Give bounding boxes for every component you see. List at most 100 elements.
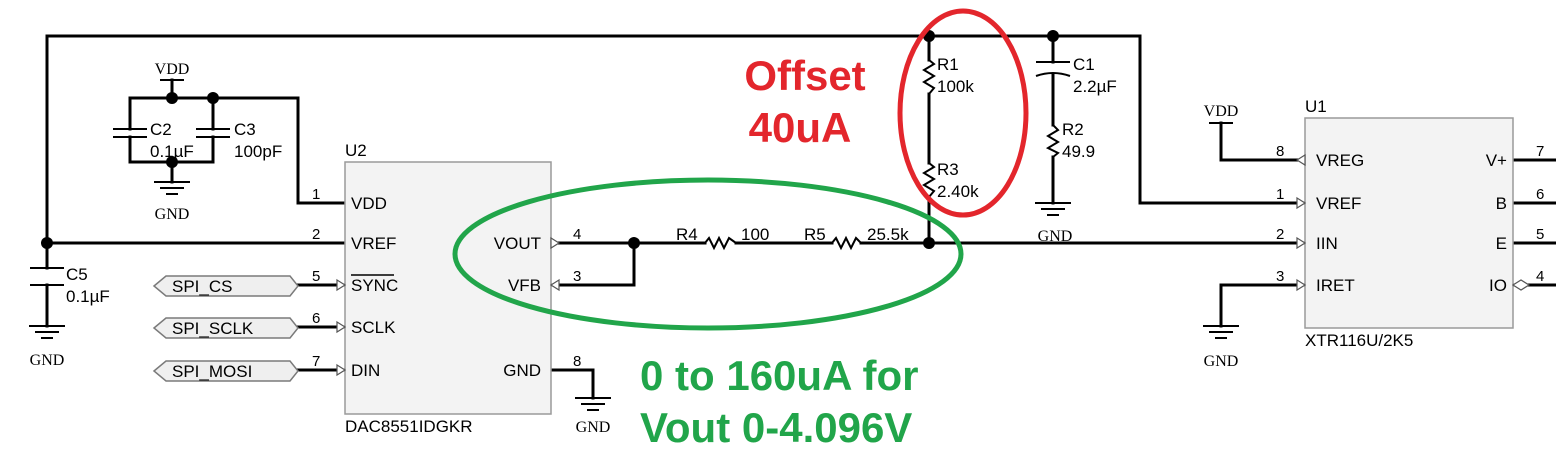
u1-pin-number: 8 <box>1276 143 1284 160</box>
u1-pin-number: 4 <box>1536 268 1544 285</box>
u1-pin-number: 5 <box>1536 226 1544 243</box>
vdd-label: VDD <box>155 61 190 78</box>
u1-pin-name: IIN <box>1316 234 1338 253</box>
c1-ref: C1 <box>1073 55 1095 74</box>
c5-value: 0.1µF <box>66 287 110 306</box>
r4-ref: R4 <box>676 225 698 244</box>
c3-value: 100pF <box>234 142 282 161</box>
gnd-label: GND <box>30 352 65 369</box>
u2-pin-number: 3 <box>573 268 581 285</box>
r4-value: 100 <box>741 225 769 244</box>
u1-pin-number: 2 <box>1276 226 1284 243</box>
junction-dot <box>628 237 640 249</box>
u2-pin-number: 6 <box>312 310 320 327</box>
junction-dot <box>166 156 178 168</box>
r2-ref: R2 <box>1062 120 1084 139</box>
u2-pin-name: VFB <box>508 276 541 295</box>
offset-text-line2: 40uA <box>749 104 852 151</box>
port-label: SPI_SCLK <box>172 319 254 338</box>
capacitor-c5: C5 0.1µF <box>30 265 110 306</box>
u1-pin-name: VREF <box>1316 194 1361 213</box>
r3-value: 2.40k <box>937 182 979 201</box>
u1-pin-number: 7 <box>1536 143 1544 160</box>
ground-symbol-u1: GND <box>1203 325 1239 370</box>
u2-pin-name: SCLK <box>351 318 396 337</box>
port-spi-mosi: SPI_MOSI <box>152 360 299 382</box>
annotation-offset: Offset 40uA <box>744 8 1029 218</box>
u2-pin-name: VREF <box>351 234 396 253</box>
u1-pin-name: E <box>1496 234 1507 253</box>
offset-text-line1: Offset <box>744 52 865 99</box>
vdd-label: VDD <box>1204 103 1239 120</box>
port-label: SPI_MOSI <box>172 362 252 381</box>
ground-symbol-c2c3: GND <box>154 181 190 223</box>
resistor-r2: R2 49.9 <box>1045 120 1095 161</box>
port-label: SPI_CS <box>172 277 232 296</box>
ic-u2: U2 DAC8551IDGKR VDD VREF SYNC SCLK DIN 1… <box>312 141 581 436</box>
gnd-label: GND <box>1204 353 1239 370</box>
c3-ref: C3 <box>234 120 256 139</box>
junction-dot <box>41 237 53 249</box>
u2-pin-number: 4 <box>573 226 581 243</box>
u2-pin-number: 1 <box>312 186 320 203</box>
port-spi-cs: SPI_CS <box>152 275 299 297</box>
r5-value: 25.5k <box>867 225 909 244</box>
resistor-r5: R5 25.5k <box>804 225 909 251</box>
u2-pin-name: VDD <box>351 194 387 213</box>
ground-symbol-c5: GND <box>29 325 65 369</box>
junction-dot <box>207 92 219 104</box>
gnd-label: GND <box>1038 228 1073 245</box>
r2-value: 49.9 <box>1062 142 1095 161</box>
u1-pin-name: IO <box>1489 276 1507 295</box>
u2-part: DAC8551IDGKR <box>345 417 473 436</box>
r1-ref: R1 <box>937 55 959 74</box>
u1-pin-name: VREG <box>1316 151 1364 170</box>
c2-value: 0.1µF <box>150 142 194 161</box>
u2-pin-name: DIN <box>351 361 380 380</box>
u2-pin-name: SYNC <box>351 276 398 295</box>
u1-pin-number: 6 <box>1536 186 1544 203</box>
gnd-label: GND <box>155 206 190 223</box>
capacitor-c2: C2 0.1µF <box>113 120 194 161</box>
annotation-range: 0 to 160uA for Vout 0-4.096V <box>452 177 964 451</box>
vdd-symbol-right: VDD <box>1204 103 1239 124</box>
port-spi-sclk: SPI_SCLK <box>152 317 299 339</box>
r5-ref: R5 <box>804 225 826 244</box>
resistor-r4: R4 100 <box>676 225 769 251</box>
offset-highlight-ellipse <box>897 8 1029 218</box>
range-highlight-ellipse <box>452 177 964 331</box>
u2-pin-number: 5 <box>312 268 320 285</box>
capacitor-c1: C1 2.2µF <box>1035 55 1117 96</box>
u1-ref: U1 <box>1305 97 1327 116</box>
ground-symbol-u2: GND <box>575 397 611 436</box>
u2-ref: U2 <box>345 141 367 160</box>
u2-pin-number: 8 <box>573 353 581 370</box>
junction-dot <box>1047 30 1059 42</box>
vdd-symbol-left: VDD <box>155 61 190 81</box>
r1-value: 100k <box>937 77 974 96</box>
ground-symbol-r2: GND <box>1035 202 1073 245</box>
capacitor-c3: C3 100pF <box>196 120 282 161</box>
resistor-r1: R1 100k <box>922 55 974 96</box>
u1-pin-name: V+ <box>1486 151 1507 170</box>
u1-pin-name: IRET <box>1316 276 1355 295</box>
c5-ref: C5 <box>66 265 88 284</box>
u2-pin-number: 2 <box>312 226 320 243</box>
u2-pin-name: VOUT <box>494 234 541 253</box>
junction-dot <box>923 237 935 249</box>
c2-ref: C2 <box>150 120 172 139</box>
ic-u1: U1 XTR116U/2K5 VREG VREF IIN IRET 8 1 2 … <box>1276 97 1544 350</box>
u1-pin-number: 3 <box>1276 268 1284 285</box>
u2-pin-name: GND <box>503 361 541 380</box>
u2-pin-number: 7 <box>312 353 320 370</box>
junction-dot <box>166 92 178 104</box>
r3-ref: R3 <box>937 160 959 179</box>
resistor-r3: R3 2.40k <box>922 160 979 201</box>
u1-pin-name: B <box>1496 194 1507 213</box>
u1-pin-number: 1 <box>1276 186 1284 203</box>
u1-part: XTR116U/2K5 <box>1305 331 1413 350</box>
range-text-line1: 0 to 160uA for <box>640 352 919 399</box>
range-text-line2: Vout 0-4.096V <box>640 404 912 451</box>
c1-value: 2.2µF <box>1073 77 1117 96</box>
